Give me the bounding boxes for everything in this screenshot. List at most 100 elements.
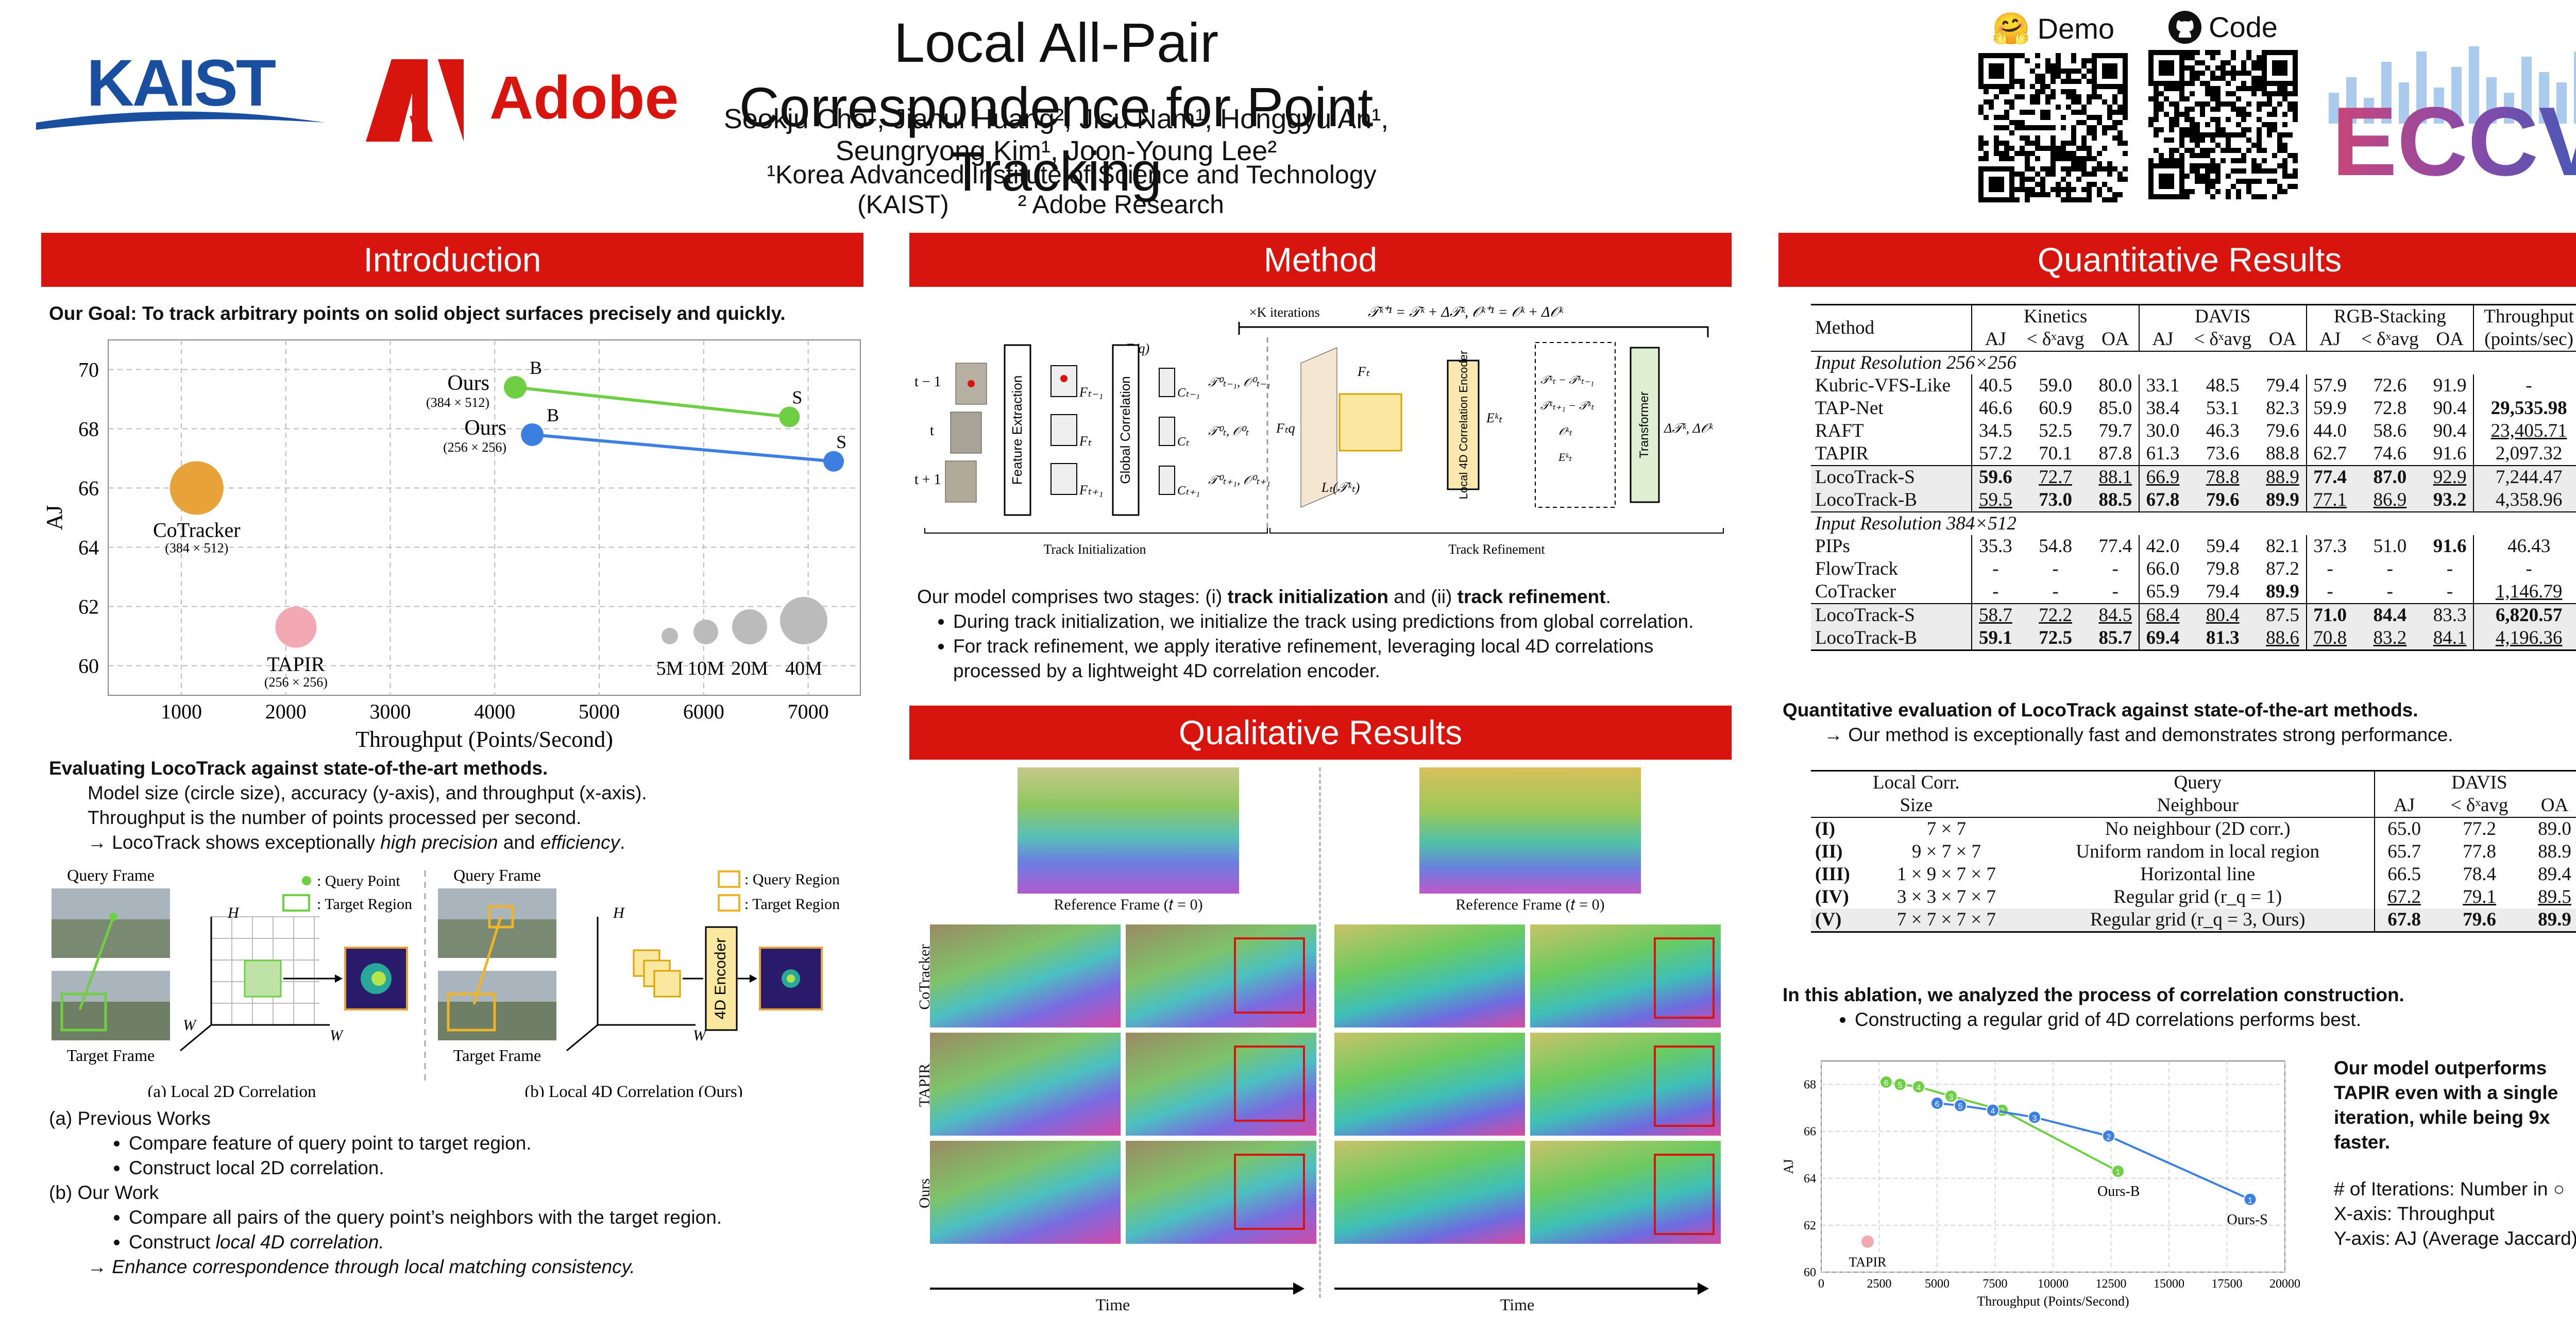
github-icon — [2168, 10, 2202, 44]
time-arrow-1 — [930, 1288, 1296, 1290]
table-cell: 89.9 — [2259, 580, 2307, 604]
fig-b-caption: (b) Local 4D Correlation (Ours) — [524, 1083, 742, 1097]
intro-works: (a) Previous Works Compare feature of qu… — [49, 1106, 863, 1279]
table-cell: 72.2 — [2039, 605, 2072, 626]
size-legend-label: 40M — [785, 658, 822, 679]
qualitative-highlight-box — [1654, 1154, 1715, 1235]
eval-em-precision: high precision — [380, 832, 498, 853]
y-tick-label: 64 — [1804, 1172, 1816, 1186]
track-refine-label: Track Refinement — [1448, 542, 1545, 557]
table-cell: - — [2427, 580, 2475, 604]
size-legend-circle — [693, 620, 718, 644]
x-axis-label: Throughput (Points/Second) — [1977, 1294, 2129, 1308]
series-point — [2243, 1192, 2257, 1206]
intro-goal: Our Goal: To track arbitrary points on s… — [49, 303, 786, 324]
t1-group-davis: DAVIS — [2139, 304, 2307, 328]
table-cell-method: LocoTrack-S — [1811, 604, 1973, 627]
svg-text:H: H — [227, 904, 240, 921]
input-frames — [945, 363, 987, 503]
code-qr-code[interactable] — [2148, 50, 2298, 199]
table-cell: 46.3 — [2206, 420, 2240, 441]
qualitative-frame — [1334, 1141, 1525, 1244]
t1-sub-oa: OA — [2259, 328, 2307, 351]
fig-b-legend-tregion: : Target Region — [744, 896, 840, 913]
table-cell: 70.8 — [2313, 627, 2347, 648]
qualitative-frame — [1126, 1033, 1316, 1136]
method-summary-mid: and (ii) — [1388, 586, 1458, 607]
method-diagram: ×K iterations 𝒯ᵏ⁺¹ = 𝒯ᵏ + Δ𝒯ᵏ, 𝒪ᵏ⁺¹ = 𝒪ᵏ… — [914, 304, 1724, 557]
svg-text:Fₜ₊₁: Fₜ₊₁ — [1079, 483, 1103, 498]
table-cell: 77.1 — [2313, 489, 2347, 510]
size-legend-circle — [732, 609, 767, 644]
method-summary-refine: track refinement — [1457, 586, 1606, 607]
svg-text:Fₜ: Fₜ — [1079, 434, 1092, 449]
table-cell-id: (V) — [1815, 909, 1842, 930]
eval-and: and — [498, 832, 540, 853]
series-point — [1944, 1089, 1958, 1103]
eval-title: Evaluating LocoTrack against state-of-th… — [49, 758, 548, 779]
series-point — [1893, 1077, 1907, 1091]
t2-sub-oa: OA — [2540, 795, 2569, 816]
table-cell-size: 7 × 7 × 7 × 7 — [1896, 909, 1996, 930]
table-cell-size: 7 × 7 — [1926, 818, 1967, 840]
correlation-figure: Query Frame Target Frame : Query Point :… — [52, 866, 840, 1097]
table-cell: 88.6 — [2259, 627, 2307, 650]
qualitative-frame — [1126, 924, 1316, 1027]
table-cell-method: PIPs — [1811, 535, 1973, 558]
svg-text:t − 1: t − 1 — [914, 374, 941, 390]
table-cell: 77.8 — [2463, 841, 2496, 862]
table-cell: 60.9 — [2039, 398, 2072, 419]
size-legend-circle — [662, 628, 678, 644]
x-tick-label: 0 — [1818, 1277, 1824, 1291]
iteration-count: 4 — [1991, 1107, 1995, 1116]
table-cell: - — [2386, 558, 2393, 579]
iteration-count: 1 — [2248, 1196, 2252, 1205]
svg-text:Eᵏₜ: Eᵏₜ — [1486, 410, 1503, 425]
our-work-title: (b) Our Work — [49, 1182, 159, 1203]
method-summary-line: Our model comprises two stages: (i) trac… — [917, 585, 1726, 609]
table-cell: 70.1 — [2039, 443, 2072, 464]
table-cell: 89.5 — [2538, 886, 2571, 907]
demo-qr-code[interactable] — [1978, 53, 2128, 202]
table-cell: 65.7 — [2387, 841, 2421, 862]
svg-text:Adobe: Adobe — [489, 64, 679, 132]
table-cell-id: (II) — [1815, 841, 1843, 862]
table-cell: 59.1 — [1978, 627, 2012, 648]
table-cell-size: 3 × 3 × 7 × 7 — [1896, 886, 1996, 907]
table-cell-query: Regular grid (r_q = 1) — [2021, 886, 2375, 909]
demo-qr-block[interactable]: 🤗 Demo — [1968, 10, 2138, 205]
table-cell: 83.2 — [2373, 627, 2407, 648]
table-cell-method: Kubric-VFS-Like — [1811, 374, 1973, 397]
side-bold-note: Our model outperforms TAPIR even with a … — [2334, 1057, 2558, 1153]
t2-h-query: Query — [2021, 770, 2375, 794]
method-summary-init: track initialization — [1227, 586, 1388, 607]
table-cell: - — [2327, 581, 2333, 602]
table-cell: 72.7 — [2039, 467, 2072, 488]
method-summary-pre: Our model comprises two stages: (i) — [917, 586, 1228, 607]
local-4d-encoder-block — [1447, 359, 1480, 490]
x-tick-label: 1000 — [161, 700, 202, 723]
svg-text:Global Correlation: Global Correlation — [1117, 376, 1133, 484]
table-cell: 65.9 — [2146, 581, 2180, 602]
iteration-count: 3 — [1949, 1093, 1954, 1102]
update-equation: 𝒯ᵏ⁺¹ = 𝒯ᵏ + Δ𝒯ᵏ, 𝒪ᵏ⁺¹ = 𝒪ᵏ + Δ𝒪ᵏ — [1368, 304, 1564, 320]
x-tick-label: 5000 — [1925, 1277, 1950, 1291]
table-cell: 30.0 — [2146, 420, 2180, 441]
table-cell: 34.5 — [1978, 420, 2012, 441]
svg-text:Cₜ₊₁: Cₜ₊₁ — [1177, 484, 1200, 498]
time-arrow-2 — [1334, 1288, 1700, 1290]
section-heading-qualitative: Qualitative Results — [909, 706, 1732, 760]
results-table-container: Method Kinetics DAVIS RGB-Stacking Throu… — [1811, 304, 2576, 651]
code-qr-block[interactable]: Code — [2138, 10, 2308, 202]
table-cell: - — [2327, 558, 2333, 579]
svg-text:𝒯⁰ₜ, 𝒪⁰ₜ: 𝒯⁰ₜ, 𝒪⁰ₜ — [1208, 425, 1249, 438]
table-cell: 29,535.98 — [2490, 398, 2567, 419]
